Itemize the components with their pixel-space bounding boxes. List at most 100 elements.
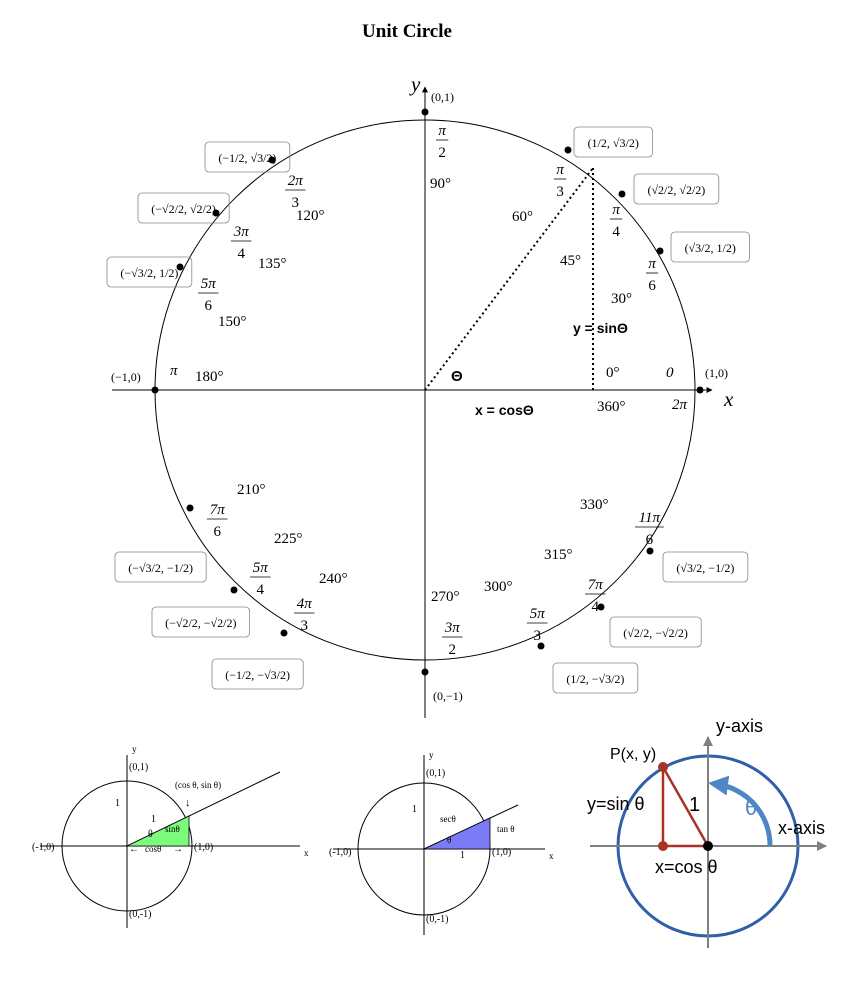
angle-dot-240 [280, 629, 288, 637]
theta-label: Θ [451, 368, 463, 385]
coordinate-text-225: (−√2/2, −√2/2) [165, 616, 236, 630]
small3-theta: θ [745, 795, 757, 820]
coordinate-text-210: (−√3/2, −1/2) [128, 561, 193, 575]
radian-label-0: 0 [666, 365, 674, 381]
degree-label-300: 300° [484, 579, 513, 595]
small3-x-axis-label: x-axis [778, 818, 825, 838]
radian-label-270-numerator: 3π [444, 620, 461, 636]
small1-arrow-right: → [173, 844, 183, 855]
radian-label-315-denominator: 4 [592, 599, 600, 615]
angle-dot-330 [646, 547, 654, 555]
radian-label-300-denominator: 3 [534, 628, 542, 644]
radian-label-240-denominator: 3 [301, 618, 309, 634]
coordinate-label-45: (√2/2, √2/2) [633, 173, 720, 205]
point-top-label: (0,1) [431, 90, 454, 104]
degree-label-225: 225° [274, 531, 303, 547]
small1-bottom: (0,-1) [129, 909, 152, 920]
coordinate-bracket-150 [106, 256, 193, 288]
angle-dot-120 [268, 156, 276, 164]
degree-label-315: 315° [544, 547, 573, 563]
angle-dot-210 [186, 504, 194, 512]
radian-label-120-denominator: 3 [292, 195, 300, 211]
coordinate-bracket-330 [662, 551, 749, 583]
coordinate-text-60: (1/2, √3/2) [588, 136, 639, 150]
small1-one-b: 1 [151, 814, 156, 825]
radian-label-150: 5π6 [198, 276, 219, 314]
radian-label-210: 7π6 [207, 502, 228, 540]
small3-y-axis-label: y-axis [716, 716, 763, 736]
coordinate-unit-circle: y-axis x-axis P(x, y) y=sin θ x=cos θ 1 … [587, 716, 827, 948]
small1-left: (-1,0) [32, 842, 55, 853]
y-axis-letter: y [409, 72, 421, 96]
coordinate-bracket-45 [633, 173, 720, 205]
sine-label: y = sinΘ [573, 320, 628, 336]
radian-label-300: 5π3 [527, 606, 548, 644]
small1-arrow-left: ← [129, 844, 139, 855]
radian-label-120-numerator: 2π [288, 173, 304, 189]
point-right-label: (1,0) [705, 366, 728, 380]
small3-point-p [658, 762, 668, 772]
radian-label-225-numerator: 5π [253, 560, 269, 576]
coordinate-label-60: (1/2, √3/2) [573, 126, 653, 158]
coordinate-text-150: (−√3/2, 1/2) [120, 266, 178, 280]
x-axis-letter: x [723, 387, 734, 411]
degree-label-135: 135° [258, 256, 287, 272]
radian-label-270: 3π2 [442, 620, 463, 658]
radian-label-90-numerator: π [438, 123, 446, 139]
coordinate-label-135: (−√2/2, √2/2) [137, 192, 230, 224]
radian-label-150-denominator: 6 [205, 298, 213, 314]
degree-label-60: 60° [512, 209, 533, 225]
point-bottom-label: (0,−1) [433, 689, 463, 703]
radian-label-300-numerator: 5π [530, 606, 546, 622]
radian-label-315-numerator: 7π [588, 577, 604, 593]
coordinate-label-210: (−√3/2, −1/2) [114, 551, 207, 583]
radian-label-90: π2 [436, 123, 449, 161]
radian-label-60-denominator: 3 [556, 184, 564, 200]
small2-x: x [549, 851, 554, 861]
radian-label-315: 7π4 [585, 577, 606, 615]
radian-label-135-denominator: 4 [238, 246, 246, 262]
angle-dot-30 [656, 247, 664, 255]
coordinate-label-120: (−1/2, √3/2) [204, 141, 291, 173]
angle-dot-300 [537, 642, 545, 650]
small2-triangle [423, 817, 491, 850]
small2-y: y [429, 750, 434, 760]
radian-label-330-numerator: 11π [639, 510, 661, 526]
coordinate-text-120: (−1/2, √3/2) [218, 151, 276, 165]
radian-label-240: 4π3 [294, 596, 315, 634]
angle-dot-150 [176, 263, 184, 271]
angle-dot-315 [597, 603, 605, 611]
tangent-secant-diagram: y x (0,1) (-1,0) (1,0) (0,-1) 1 1 secθ θ… [329, 750, 554, 935]
small2-one-a: 1 [412, 804, 417, 815]
small3-y-eq: y=sin θ [587, 794, 645, 814]
radian-label-240-numerator: 4π [297, 596, 313, 612]
degree-label-210: 210° [237, 482, 266, 498]
angle-dot-45 [618, 190, 626, 198]
radian-label-45: π4 [610, 202, 623, 240]
small2-theta: θ [447, 835, 451, 845]
degree-label-270: 270° [431, 589, 460, 605]
point-left-label: (−1,0) [111, 370, 141, 384]
small2-bottom: (0,-1) [426, 914, 449, 925]
radian-label-150-numerator: 5π [201, 276, 217, 292]
radian-label-210-denominator: 6 [214, 524, 222, 540]
degree-label-330: 330° [580, 497, 609, 513]
degree-label-30: 30° [611, 291, 632, 307]
coordinate-text-30: (√3/2, 1/2) [685, 241, 736, 255]
small3-angle-arc [708, 775, 773, 847]
small1-y: y [132, 744, 137, 754]
angle-dot-135 [212, 209, 220, 217]
radian-label-45-denominator: 4 [612, 224, 620, 240]
degree-label-45: 45° [560, 253, 581, 269]
small2-tan: tan θ [497, 824, 515, 834]
degree-label-120: 120° [296, 208, 325, 224]
coordinate-bracket-315 [609, 616, 702, 648]
radian-label-90-denominator: 2 [438, 145, 446, 161]
coordinate-label-315: (√2/2, −√2/2) [609, 616, 702, 648]
page-title: Unit Circle [362, 21, 452, 42]
small1-arrow-down: ↓ [185, 797, 191, 809]
coordinate-bracket-30 [670, 231, 750, 263]
small1-point: (cos θ, sin θ) [175, 780, 221, 790]
